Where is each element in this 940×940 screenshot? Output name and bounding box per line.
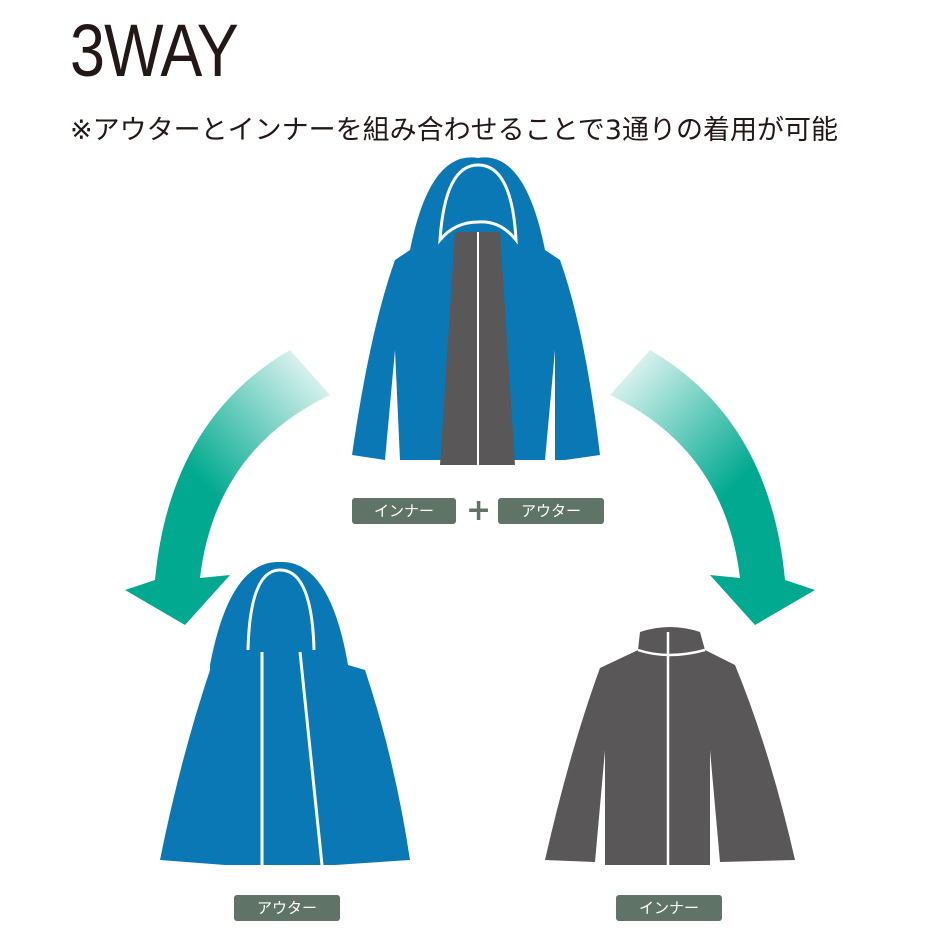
inner-jacket-icon [545, 627, 795, 865]
arrow-right-icon [610, 350, 815, 625]
plus-icon: + [466, 493, 492, 528]
tag-inner: インナー [616, 895, 722, 921]
combined-jacket-icon [352, 157, 600, 465]
page-title: 3WAY [70, 9, 239, 92]
arrow-left-icon [125, 350, 330, 625]
tag-outer: アウター [234, 895, 340, 921]
outer-jacket-icon [160, 561, 410, 866]
tag-outer-combo: アウター [498, 498, 604, 524]
tag-inner-combo: インナー [352, 498, 456, 524]
subtitle: ※アウターとインナーを組み合わせることで3通りの着用が可能 [70, 115, 838, 146]
